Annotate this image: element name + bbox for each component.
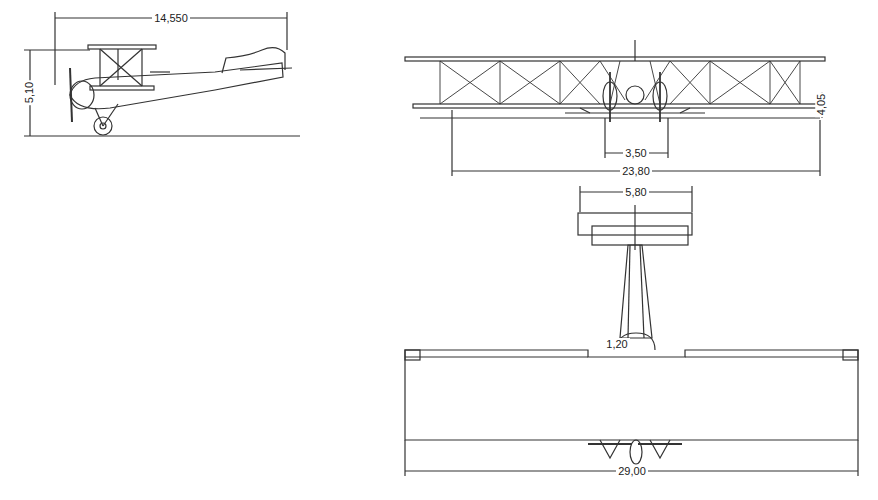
dimension-label: 29,00 bbox=[616, 465, 648, 478]
dimension-label: 4,05 bbox=[815, 91, 828, 116]
dimension-label: 14,550 bbox=[152, 12, 190, 25]
dimension-label: 23,80 bbox=[620, 165, 652, 178]
dimension-label: 5,80 bbox=[623, 186, 648, 199]
dimension-label: 5,10 bbox=[23, 79, 36, 104]
dimension-label: 1,20 bbox=[604, 338, 629, 351]
dimension-label: 3,50 bbox=[623, 147, 648, 160]
